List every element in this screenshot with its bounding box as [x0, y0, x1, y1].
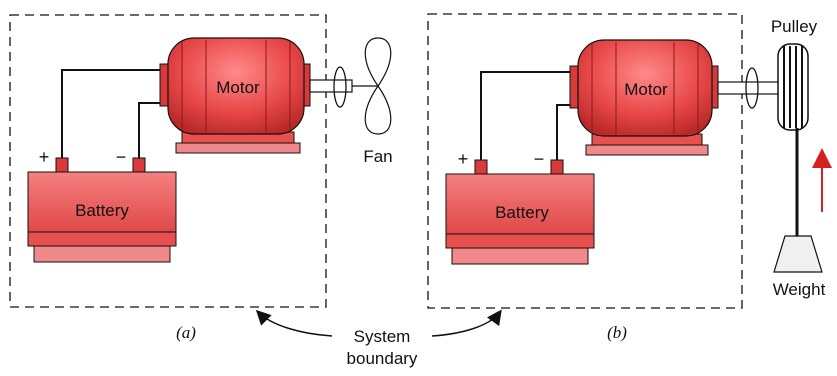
motor-label-a: Motor [216, 78, 260, 97]
battery-b: Battery [445, 159, 595, 265]
plus-sign-b: + [458, 149, 469, 169]
fan-icon [352, 37, 392, 135]
system-boundary-a [9, 14, 327, 308]
wire-negative-a [138, 102, 166, 160]
rotation-arrow-b [745, 67, 759, 109]
pulley-icon [777, 43, 809, 131]
wire-negative-b [556, 104, 576, 162]
minus-sign-b: − [534, 149, 545, 169]
motor-b: Motor [569, 39, 719, 156]
panel-a: Battery + − Motor Fan (a) [9, 14, 393, 342]
battery-label-b: Battery [495, 203, 549, 222]
weight-label: Weight [773, 280, 826, 299]
wire-positive-b [480, 71, 576, 162]
system-boundary-label-line1: System [354, 327, 411, 346]
caption-a: (a) [176, 323, 196, 342]
plus-sign-a: + [39, 147, 50, 167]
system-boundary-b [427, 13, 743, 309]
rotation-arrow-a [333, 66, 347, 108]
system-boundary-label-line2: boundary [347, 349, 418, 368]
panel-b: Battery + − Motor [427, 13, 832, 342]
pulley-label: Pulley [771, 17, 818, 36]
fan-label: Fan [363, 147, 392, 166]
caption-b: (b) [607, 323, 627, 342]
motor-a: Motor [159, 37, 311, 154]
motor-label-b: Motor [624, 80, 668, 99]
battery-a: Battery [27, 157, 177, 263]
shaft-b [717, 81, 781, 95]
wire-positive-a [61, 69, 166, 160]
boundary-arrow-left [255, 309, 333, 337]
weight-icon [773, 235, 823, 273]
boundary-arrow-right [431, 309, 502, 337]
system-boundary-callout: System boundary [255, 309, 502, 368]
minus-sign-a: − [116, 147, 127, 167]
battery-label-a: Battery [75, 201, 129, 220]
